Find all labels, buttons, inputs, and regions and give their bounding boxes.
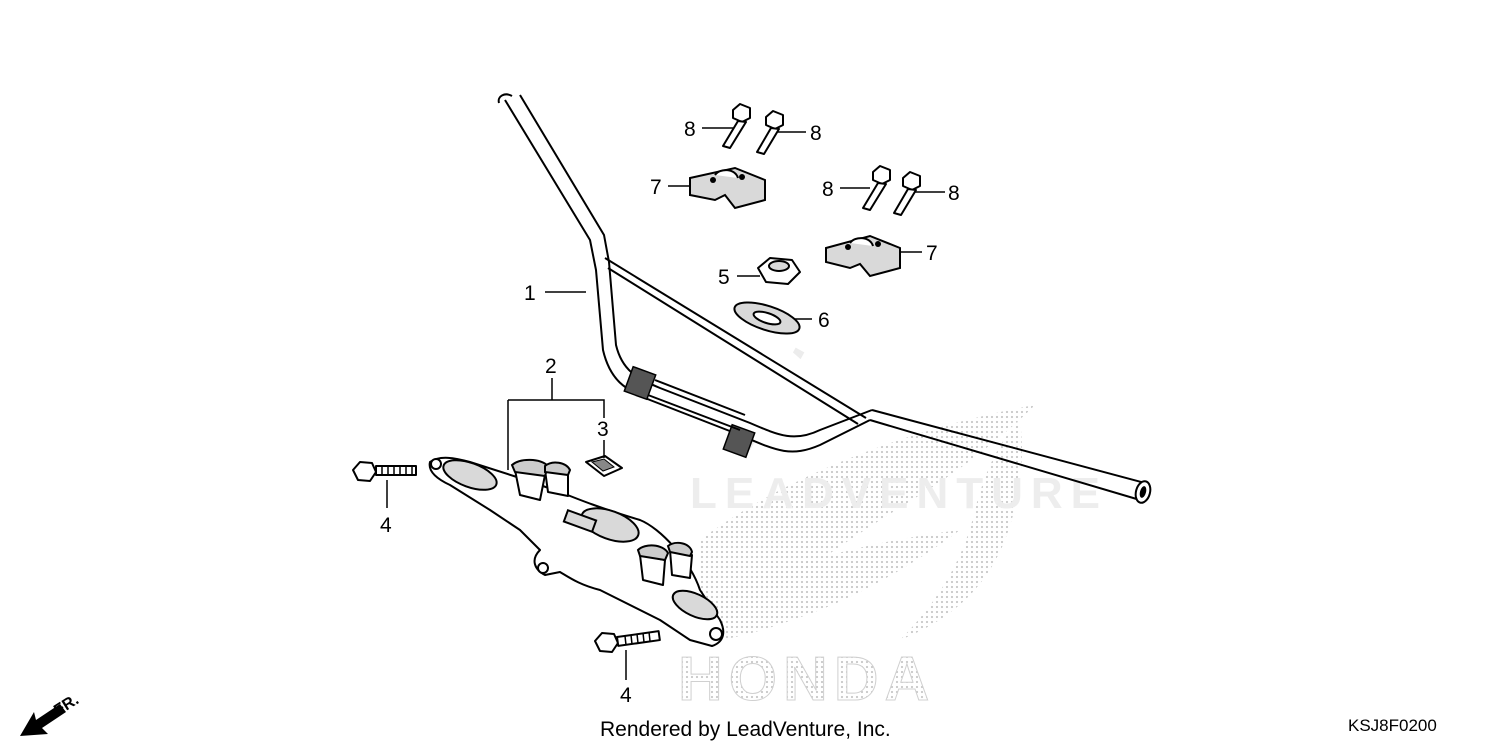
leadventure-watermark: LEADVENTURE xyxy=(690,469,1108,518)
holder-cap-left xyxy=(689,166,766,210)
callout-7-left: 7 xyxy=(650,176,662,199)
washer xyxy=(733,301,801,335)
honda-wing-watermark xyxy=(700,405,1035,640)
callout-6: 6 xyxy=(818,309,830,332)
rendered-by-credit: Rendered by LeadVenture, Inc. xyxy=(600,718,891,741)
callout-8-d: 8 xyxy=(948,182,960,205)
flange-bolt-upper xyxy=(352,461,417,482)
bolt-8b xyxy=(756,110,784,155)
holder-cap-right xyxy=(825,234,901,278)
callout-7-right: 7 xyxy=(926,242,938,265)
callout-4-lower: 4 xyxy=(620,684,632,707)
leader-lines xyxy=(386,127,945,680)
clip xyxy=(585,455,623,477)
bolt-8a xyxy=(722,103,751,149)
bolt-8d xyxy=(893,171,921,216)
callout-4-upper: 4 xyxy=(380,514,392,537)
handlebar xyxy=(497,93,1152,504)
front-direction-arrow: FR. xyxy=(20,691,82,736)
handlebar-holder xyxy=(428,456,725,647)
callout-8-a: 8 xyxy=(684,118,696,141)
callout-2: 2 xyxy=(545,355,557,378)
honda-text-watermark: HONDA xyxy=(678,645,935,714)
callout-8-c: 8 xyxy=(822,178,834,201)
callout-1: 1 xyxy=(524,282,536,305)
callout-5: 5 xyxy=(718,266,730,289)
flange-bolt-lower xyxy=(594,630,661,653)
callout-8-b: 8 xyxy=(810,122,822,145)
diagram-code: KSJ8F0200 xyxy=(1348,716,1437,735)
nut xyxy=(757,257,801,285)
callout-3: 3 xyxy=(597,418,609,441)
bolt-8c xyxy=(862,165,891,211)
